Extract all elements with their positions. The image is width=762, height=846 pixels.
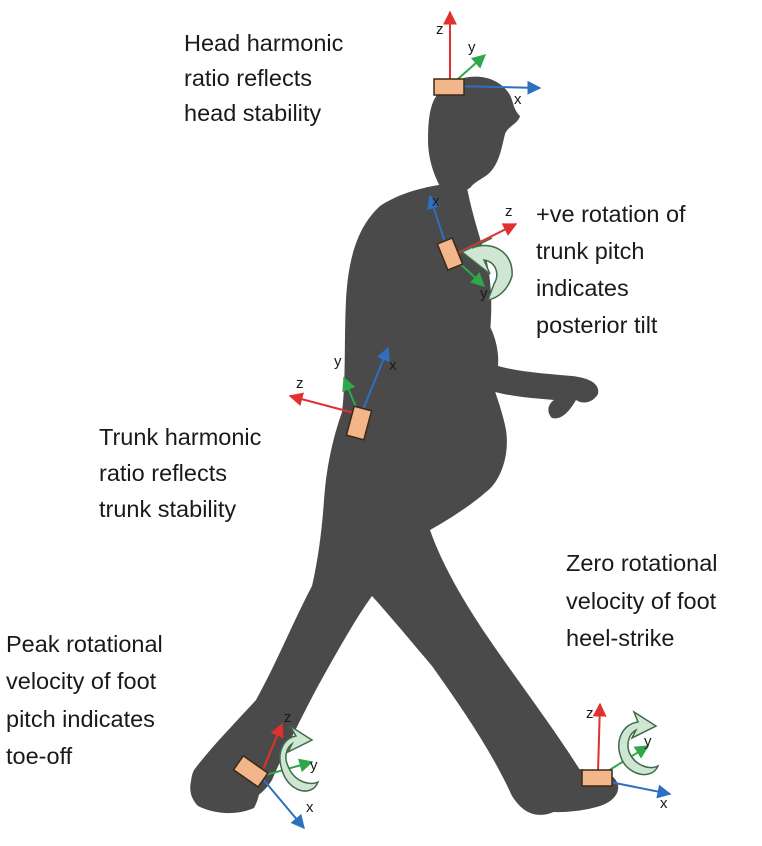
torso-silhouette (191, 182, 581, 815)
back-foot-sensor-group: z y x (232, 709, 320, 830)
chest-x-label: x (432, 193, 440, 210)
svg-text:+ve rotation of: +ve rotation of (536, 201, 686, 227)
svg-text:ratio reflects: ratio reflects (99, 460, 227, 486)
head-x-label: x (514, 91, 522, 108)
svg-text:Zero rotational: Zero rotational (566, 550, 718, 576)
trunk-z-axis (288, 392, 359, 415)
trunk-z-label: z (296, 375, 304, 392)
chest-z-axis (451, 223, 518, 257)
trunk-sensor-group: x y z (288, 346, 397, 441)
toe-off-caption: Peak rotational velocity of foot pitch i… (6, 631, 163, 769)
svg-text:trunk pitch: trunk pitch (536, 238, 644, 264)
back-foot-y-label: y (310, 757, 318, 774)
back-foot-x-label: x (306, 799, 314, 816)
svg-text:Peak rotational: Peak rotational (6, 631, 163, 657)
walking-person-silhouette (190, 76, 619, 815)
front-foot-sensor-group: z y x (581, 702, 672, 812)
toe-off-rotation-arrow (279, 725, 320, 792)
head-sensor-group: z y x (433, 10, 542, 108)
arm-silhouette (463, 300, 599, 419)
chest-z-label: z (505, 203, 513, 220)
head-y-label: y (468, 39, 476, 56)
heel-strike-caption: Zero rotational velocity of foot heel-st… (566, 550, 718, 651)
svg-text:ratio reflects: ratio reflects (184, 65, 312, 91)
head-sensor (433, 78, 465, 96)
chest-sensor-group: x z y (427, 193, 518, 302)
svg-text:Trunk harmonic: Trunk harmonic (99, 424, 262, 450)
back-foot-z-axis (261, 722, 284, 773)
front-foot-y-label: y (644, 733, 652, 750)
front-foot-z-label: z (586, 705, 594, 722)
heel-strike-rotation-arrow (618, 710, 660, 776)
chest-sensor (436, 237, 464, 271)
back-foot-x-axis (261, 777, 305, 830)
trunk-y-label: y (334, 353, 342, 370)
svg-text:head stability: head stability (184, 100, 321, 126)
front-foot-x-label: x (660, 795, 668, 812)
svg-text:posterior tilt: posterior tilt (536, 312, 658, 338)
head-caption: Head harmonic ratio reflects head stabil… (184, 30, 344, 126)
head-silhouette (428, 76, 520, 200)
back-foot-sensor (232, 754, 269, 789)
svg-text:velocity of foot: velocity of foot (6, 668, 157, 694)
svg-text:pitch indicates: pitch indicates (6, 706, 155, 732)
svg-text:trunk stability: trunk stability (99, 496, 236, 522)
head-x-axis (449, 80, 542, 95)
trunk-x-label: x (389, 357, 397, 374)
head-z-label: z (436, 21, 444, 38)
svg-text:Head harmonic: Head harmonic (184, 30, 344, 56)
chest-y-label: y (480, 285, 488, 302)
trunk-sensor (345, 405, 373, 441)
back-foot-z-label: z (284, 709, 292, 726)
trunk-x-axis (361, 346, 390, 413)
trunk-caption: Trunk harmonic ratio reflects trunk stab… (99, 424, 262, 522)
svg-text:velocity of foot: velocity of foot (566, 588, 717, 614)
trunk-pitch-caption: +ve rotation of trunk pitch indicates po… (536, 201, 686, 338)
trunk-pitch-rotation-arrow (460, 237, 513, 302)
front-foot-sensor (581, 769, 613, 787)
svg-text:toe-off: toe-off (6, 743, 73, 769)
front-foot-z-axis (592, 702, 607, 773)
svg-text:indicates: indicates (536, 275, 629, 301)
svg-text:heel-strike: heel-strike (566, 625, 674, 651)
